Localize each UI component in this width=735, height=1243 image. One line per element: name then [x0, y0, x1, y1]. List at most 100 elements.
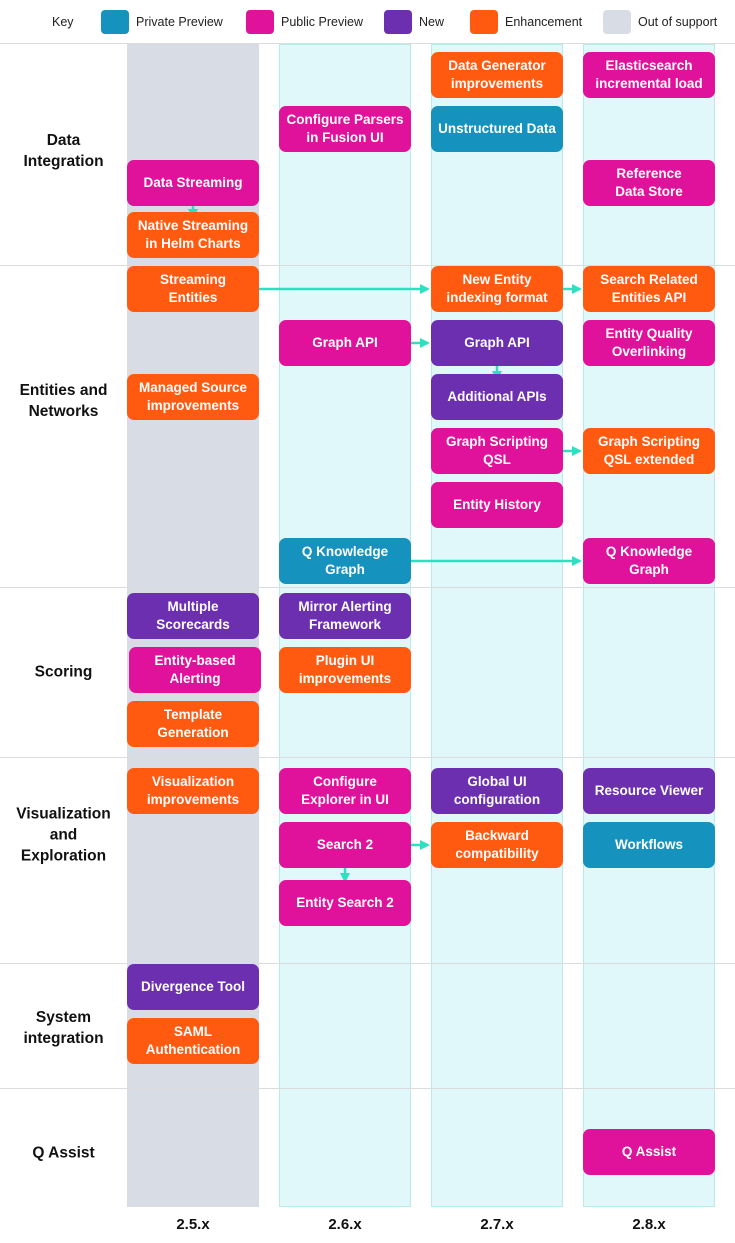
feature-data-streaming: Data Streaming [127, 160, 259, 206]
version-label-2-6: 2.6.x [328, 1216, 362, 1233]
row-label-data-integration: Data Integration [0, 130, 127, 172]
feature-text: Search Related [600, 272, 698, 287]
feature-text: improvements [450, 76, 544, 91]
row-label-visualization: Visualization and Exploration [0, 804, 127, 867]
feature-data-generator-improvements: Data Generator improvements [431, 52, 563, 98]
feature-text: incremental load [595, 76, 703, 91]
feature-text: Configure [313, 774, 377, 789]
feature-text: Graph Scripting [445, 434, 548, 449]
legend-label-enhancement: Enhancement [505, 15, 583, 29]
feature-text: Framework [308, 617, 381, 632]
row-divider [0, 1088, 735, 1089]
feature-additional-apis: Additional APIs [431, 374, 563, 420]
row-divider [0, 587, 735, 588]
row-divider [0, 757, 735, 758]
feature-text: Data Generator [448, 58, 546, 73]
legend-title: Key [52, 15, 74, 29]
feature-text: Graph API [312, 335, 378, 350]
row-label-line: Scoring [34, 663, 93, 681]
feature-text: Reference [616, 166, 682, 181]
feature-q-assist: Q Assist [583, 1129, 715, 1175]
row-label-line: and [49, 826, 78, 844]
feature-text: Unstructured Data [438, 121, 556, 136]
feature-text: Graph [325, 562, 365, 577]
row-label-q-assist: Q Assist [0, 1143, 127, 1164]
feature-entity-history: Entity History [431, 482, 563, 528]
feature-text: Explorer in UI [301, 792, 389, 807]
feature-text: Entities [168, 290, 218, 305]
feature-text: improvements [146, 792, 240, 807]
feature-text: in Helm Charts [145, 236, 241, 251]
legend-swatch-private-preview [101, 10, 129, 34]
feature-divergence-tool: Divergence Tool [127, 964, 259, 1010]
row-label-line: Exploration [20, 847, 107, 865]
row-label-system-integration: System integration [0, 1007, 127, 1049]
legend-swatch-enhancement [470, 10, 498, 34]
feature-text: Native Streaming [137, 218, 249, 233]
feature-visualization-improvements: Visualization improvements [127, 768, 259, 814]
feature-text: Resource Viewer [594, 783, 704, 798]
feature-native-streaming: Native Streaming in Helm Charts [127, 212, 259, 258]
row-divider [0, 963, 735, 964]
version-column-2-7 [431, 44, 563, 1207]
feature-entity-search-2: Entity Search 2 [279, 880, 411, 926]
row-label-entities-networks: Entities and Networks [0, 380, 127, 422]
feature-text: Generation [157, 725, 229, 740]
feature-new-entity-indexing: New Entity indexing format [431, 266, 563, 312]
row-label-line: integration [23, 1030, 104, 1047]
feature-text: Overlinking [611, 344, 687, 359]
feature-text: Managed Source [138, 380, 248, 395]
feature-text: Visualization [151, 774, 235, 789]
row-label-scoring: Scoring [0, 662, 127, 683]
feature-text: Scorecards [156, 617, 230, 632]
feature-text: Divergence Tool [140, 979, 246, 994]
feature-text: Authentication [145, 1042, 241, 1057]
feature-text: New Entity [462, 272, 532, 287]
feature-text: improvements [298, 671, 392, 686]
row-divider [0, 265, 735, 266]
feature-text: indexing format [446, 290, 548, 305]
row-label-line: Data [46, 132, 81, 149]
legend-swatch-out-of-support [603, 10, 631, 34]
row-label-line: Entities and [19, 382, 108, 399]
feature-managed-source: Managed Source improvements [127, 374, 259, 420]
feature-text: Entity History [453, 497, 541, 512]
feature-text: QSL extended [603, 452, 695, 467]
feature-text: Plugin UI [315, 653, 375, 668]
version-label-2-5: 2.5.x [176, 1216, 210, 1233]
legend-swatch-new [384, 10, 412, 34]
row-label-line: Q Assist [32, 1144, 95, 1162]
feature-search-2: Search 2 [279, 822, 411, 868]
feature-text: Graph API [464, 335, 530, 350]
feature-text: Search 2 [316, 837, 374, 852]
feature-text: Global UI [467, 774, 527, 789]
version-label-2-7: 2.7.x [480, 1216, 514, 1233]
feature-plugin-ui: Plugin UI improvements [279, 647, 411, 693]
feature-text: compatibility [455, 846, 539, 861]
feature-unstructured-data: Unstructured Data [431, 106, 563, 152]
version-label-2-8: 2.8.x [632, 1216, 666, 1233]
legend-label-out-of-support: Out of support [638, 15, 718, 29]
row-label-line: Networks [28, 403, 99, 420]
feature-text: Data Streaming [143, 175, 243, 190]
feature-text: Graph Scripting [597, 434, 700, 449]
feature-text: Q Knowledge [605, 544, 693, 559]
feature-text: Graph [629, 562, 669, 577]
legend-label-public-preview: Public Preview [281, 15, 363, 29]
feature-text: Alerting [169, 671, 221, 686]
feature-text: Entity-based [154, 653, 236, 668]
feature-text: improvements [146, 398, 240, 413]
feature-text: Multiple [167, 599, 219, 614]
feature-text: Data Store [615, 184, 683, 199]
feature-text: Additional APIs [447, 389, 547, 404]
